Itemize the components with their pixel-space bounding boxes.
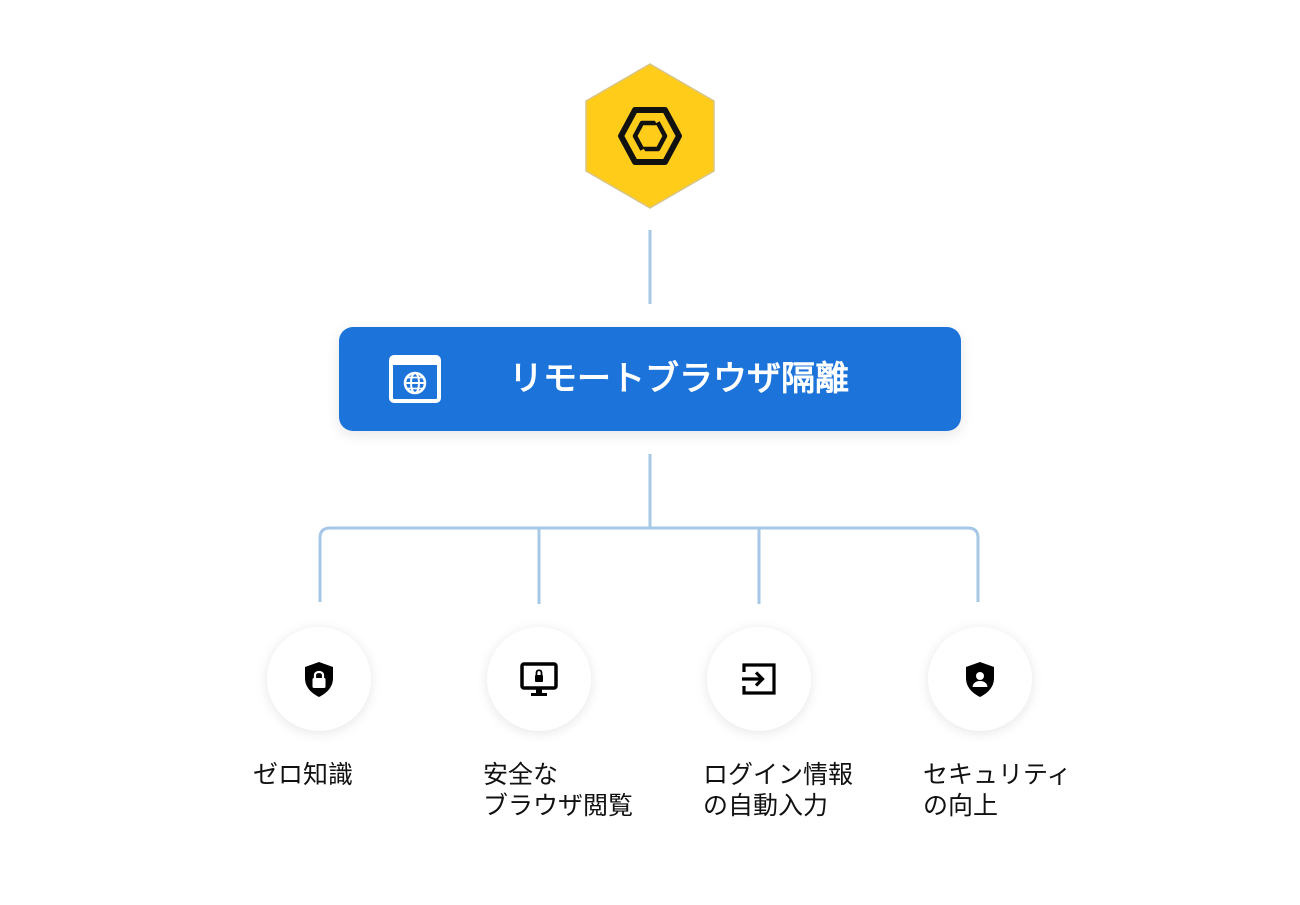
feature-login-autofill-circle [707, 627, 811, 731]
monitor-lock-icon [520, 662, 558, 696]
main-node-remote-browser-isolation: リモートブラウザ隔離 [339, 327, 961, 431]
feature-secure-browsing-circle [487, 627, 591, 731]
feature-label-line: セキュリティ [923, 760, 1072, 789]
main-node-title: リモートブラウザ隔離 [509, 359, 849, 399]
feature-improved-security-circle [928, 627, 1032, 731]
logo-hexagon [585, 63, 715, 209]
feature-zero-knowledge-label: ゼロ知識 [253, 759, 353, 790]
feature-label-line: の自動入力 [703, 791, 829, 820]
feature-label-line: ゼロ知識 [253, 760, 354, 789]
feature-secure-browsing-label: 安全な ブラウザ閲覧 [483, 759, 633, 821]
login-arrow-icon [742, 663, 776, 695]
logo-hexagon-shape [585, 63, 715, 209]
feature-improved-security-label: セキュリティ の向上 [923, 759, 1072, 821]
shield-lock-icon [305, 662, 333, 697]
feature-label-line: ブラウザ閲覧 [483, 791, 634, 820]
feature-login-autofill-label: ログイン情報 の自動入力 [703, 759, 853, 821]
feature-label-line: 安全な [483, 760, 559, 789]
feature-zero-knowledge-circle [267, 627, 371, 731]
feature-label-line: の向上 [923, 791, 999, 820]
hexagon-logo-icon [618, 107, 682, 165]
browser-globe-icon [389, 355, 441, 403]
branch-horizontal-connector [318, 526, 980, 602]
feature-label-line: ログイン情報 [703, 760, 854, 789]
shield-user-icon [966, 662, 994, 697]
